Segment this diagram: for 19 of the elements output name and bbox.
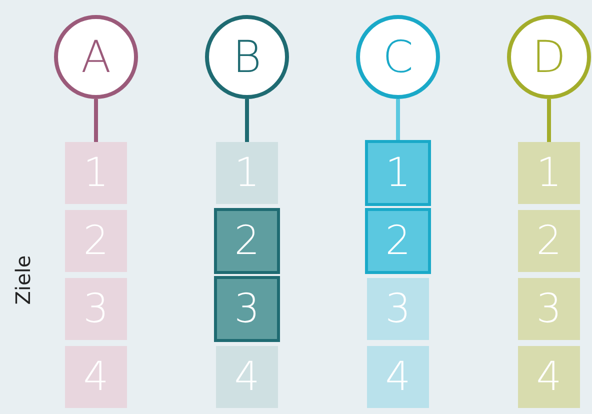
number-tile: 4 bbox=[367, 346, 429, 408]
connector-line bbox=[396, 99, 400, 140]
highlighted-number-tile: 3 bbox=[214, 276, 280, 342]
number-tile: 1 bbox=[518, 142, 580, 204]
letter-circle: D bbox=[507, 15, 591, 99]
letter-circle: C bbox=[356, 15, 440, 99]
connector-line bbox=[94, 99, 98, 142]
connector-line bbox=[245, 99, 249, 142]
highlighted-number-tile: 2 bbox=[365, 208, 431, 274]
highlighted-number-tile: 1 bbox=[365, 140, 431, 206]
number-tile: 4 bbox=[518, 346, 580, 408]
axis-label: Ziele bbox=[11, 255, 35, 305]
highlighted-number-tile: 2 bbox=[214, 208, 280, 274]
number-tile: 3 bbox=[367, 278, 429, 340]
letter-circle: B bbox=[205, 15, 289, 99]
number-tile: 2 bbox=[518, 210, 580, 272]
letter-circle: A bbox=[54, 15, 138, 99]
connector-line bbox=[547, 99, 551, 142]
number-tile: 3 bbox=[518, 278, 580, 340]
